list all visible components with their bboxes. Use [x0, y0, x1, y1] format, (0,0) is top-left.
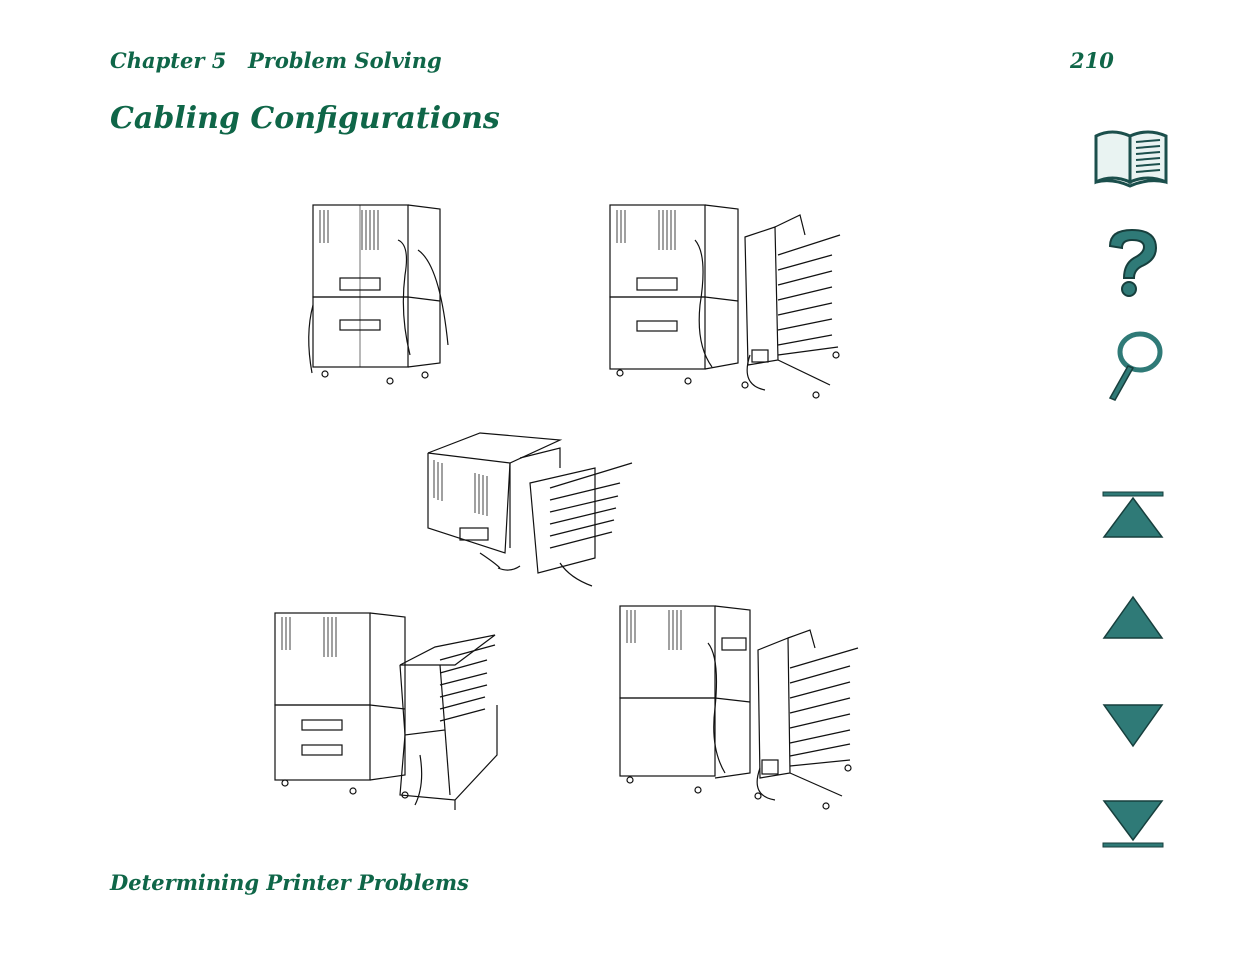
contents-book-icon[interactable] [1092, 128, 1170, 188]
printer-top-view-with-stacker-figure [427, 432, 633, 587]
printer-with-multibin-mailbox-2-figure [619, 605, 859, 810]
search-magnifier-icon[interactable] [1102, 328, 1164, 404]
printer-with-stapler-stacker-figure [274, 612, 498, 810]
page-title: Cabling Configurations [110, 101, 500, 136]
previous-page-icon[interactable] [1100, 595, 1166, 641]
last-page-icon[interactable] [1100, 798, 1166, 850]
chapter-label: Chapter 5 [110, 48, 227, 73]
printer-rear-view-figure [308, 204, 449, 385]
first-page-icon[interactable] [1100, 490, 1166, 540]
printer-with-multibin-mailbox-figure [609, 204, 841, 399]
help-question-icon[interactable] [1102, 226, 1162, 300]
next-page-icon[interactable] [1100, 702, 1166, 748]
page-number: 210 [1070, 48, 1114, 73]
footer-link[interactable]: Determining Printer Problems [110, 870, 469, 895]
section-label: Problem Solving [248, 48, 442, 73]
